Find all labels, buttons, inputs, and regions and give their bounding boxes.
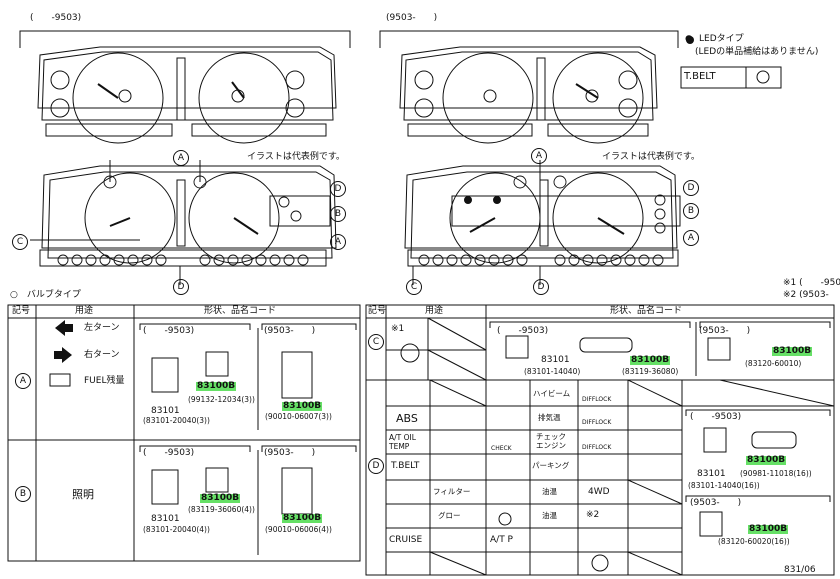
row-c-note: ※1	[391, 324, 405, 334]
usage-left-turn: 左ターン	[84, 323, 120, 333]
callout-d: D	[173, 279, 189, 295]
row-b-old-socket: 83101	[151, 514, 180, 524]
row-d-old-socket: 83101	[697, 469, 726, 479]
usage-right-turn: 右ターン	[84, 350, 120, 360]
row-b-old-range: ( -9503)	[143, 448, 195, 458]
left-turn-arrow-icon	[55, 320, 73, 336]
d-at-oil-temp: A/T OIL TEMP	[389, 433, 416, 451]
row-d-old-part-number: 83100B	[746, 455, 787, 465]
note-1: ※1 ( -9503)	[783, 278, 840, 288]
fuel-icon	[49, 373, 71, 387]
d-high-beam: ハイビーム	[533, 389, 571, 398]
d-exhaust-temp: 排気温	[538, 413, 561, 422]
top-right-range: (9503- )	[386, 13, 438, 23]
row-c-old-socket: 83101	[541, 355, 570, 365]
row-d-new-range: (9503- )	[690, 498, 742, 508]
row-a-old-range: ( -9503)	[143, 326, 195, 336]
d-4wd: 4WD	[588, 487, 610, 497]
top-left-range: ( -9503)	[30, 13, 82, 23]
row-a-old-code-b: (83101-20040(3))	[143, 416, 210, 425]
row-a-old-socket: 83101	[151, 406, 180, 416]
left-table-header-code: 記号	[12, 306, 31, 316]
d-oil-temp-1: 油温	[542, 487, 557, 496]
d-check-engine: チェック エンジン	[536, 432, 566, 450]
left-table-header-usage: 用途	[75, 306, 94, 316]
illustration-note-left: イラストは代表例です。	[247, 152, 345, 162]
left-table-header-shape: 形状、品名コード	[204, 306, 277, 316]
usage-fuel: FUEL残量	[84, 376, 125, 386]
d-glow: グロー	[438, 511, 461, 520]
led-type-label: LEDタイプ	[699, 34, 744, 44]
d-cruise: CRUISE	[389, 535, 423, 545]
led-note: (LEDの単品補給はありません)	[695, 47, 819, 57]
row-c-old-socket-code: (83101-14040)	[524, 367, 581, 376]
row-c-new-part-number: 83100B	[772, 346, 813, 356]
d-difflock-1: DIFFLOCK	[582, 396, 612, 403]
row-d-new-part-number: 83100B	[748, 524, 789, 534]
row-c-new-range: (9503- )	[699, 326, 751, 336]
row-b-old-code-b: (83101-20040(4))	[143, 525, 210, 534]
d-difflock-3: DIFFLOCK	[582, 444, 612, 451]
row-c-old-part-number: 83100B	[630, 355, 671, 365]
callout-d: D	[533, 279, 549, 295]
d-tbelt: T.BELT	[391, 461, 420, 471]
d-check-label: CHECK	[491, 445, 512, 452]
note-2: ※2 (9503- )	[783, 290, 840, 300]
row-d-old-pn-code: (90981-11018(16))	[740, 469, 812, 478]
row-c-new-pn-code: (83120-60010)	[745, 359, 802, 368]
row-code-d: D	[368, 458, 384, 474]
right-table-header-usage: 用途	[425, 306, 444, 316]
d-at-p: A/T P	[490, 535, 513, 545]
row-b-new-part-number: 83100B	[282, 513, 323, 523]
led-bullet: ●	[685, 34, 693, 44]
row-a-old-code-a: (99132-12034(3))	[188, 395, 255, 404]
row-c-old-pn-code: (83119-36080)	[622, 367, 679, 376]
d-parking: パーキング	[532, 461, 570, 470]
row-code-c: C	[368, 334, 384, 350]
row-a-new-range: (9503- )	[264, 326, 316, 336]
callout-a: A	[173, 150, 189, 166]
illustration-note-right: イラストは代表例です。	[602, 152, 700, 162]
row-a-old-part-number: 83100B	[196, 381, 237, 391]
d-abs: ABS	[396, 412, 418, 425]
page-id: 831/06	[784, 565, 816, 575]
callout-b: B	[330, 206, 346, 222]
row-d-old-socket-code: (83101-14040(16))	[688, 481, 760, 490]
d-oil-temp-2: 油温	[542, 511, 557, 520]
usage-illumination: 照明	[72, 488, 94, 501]
callout-a: A	[683, 230, 699, 246]
right-turn-arrow-icon	[54, 347, 72, 363]
tbelt-label: T.BELT	[684, 71, 716, 82]
right-table-header-shape: 形状、品名コード	[610, 306, 683, 316]
row-d-new-pn-code: (83120-60020(16))	[718, 537, 790, 546]
right-table-header-code: 記号	[368, 306, 387, 316]
bulb-type-label: ○ バルブタイプ	[10, 290, 81, 300]
row-c-old-range: ( -9503)	[497, 326, 549, 336]
row-b-new-code-b: (90010-06006(4))	[265, 525, 332, 534]
row-code-b: B	[15, 486, 31, 502]
row-code-a: A	[15, 373, 31, 389]
callout-c: C	[406, 279, 422, 295]
row-a-new-part-number: 83100B	[282, 401, 323, 411]
d-note-2: ※2	[586, 510, 600, 520]
callout-d: D	[330, 181, 346, 197]
d-difflock-2: DIFFLOCK	[582, 419, 612, 426]
row-b-new-range: (9503- )	[264, 448, 316, 458]
callout-a: A	[330, 234, 346, 250]
callout-a: A	[531, 148, 547, 164]
row-d-old-range: ( -9503)	[690, 412, 742, 422]
callout-b: B	[683, 203, 699, 219]
callout-c: C	[12, 234, 28, 250]
row-b-old-code-a: (83119-36060(4))	[188, 505, 255, 514]
d-filter: フィルター	[433, 487, 471, 496]
row-b-old-part-number: 83100B	[200, 493, 241, 503]
callout-d: D	[683, 180, 699, 196]
row-a-new-code-b: (90010-06007(3))	[265, 412, 332, 421]
